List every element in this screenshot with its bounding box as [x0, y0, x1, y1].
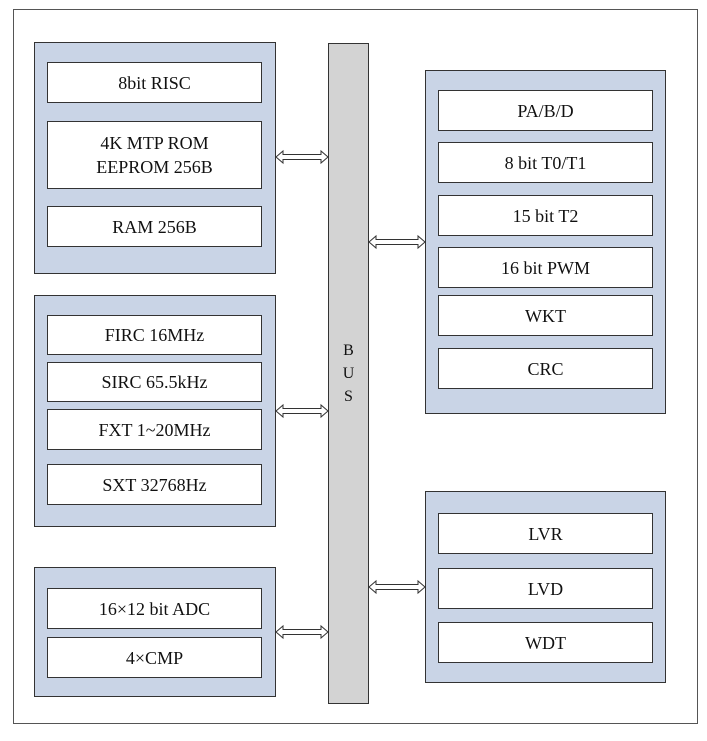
bus-label: B U S [329, 339, 368, 408]
sirc-box: SIRC 65.5kHz [47, 362, 262, 402]
timer-t2-box: 15 bit T2 [438, 195, 653, 236]
rom-label: 4K MTP ROM [100, 133, 209, 153]
eeprom-label: EEPROM 256B [96, 157, 213, 177]
crc-box: CRC [438, 348, 653, 389]
rom-eeprom-box: 4K MTP ROM EEPROM 256B [47, 121, 262, 189]
lvd-box: LVD [438, 568, 653, 609]
bus-letter-s: S [344, 388, 353, 405]
bus-bar: B U S [328, 43, 369, 704]
timer-t0t1-box: 8 bit T0/T1 [438, 142, 653, 183]
firc-box: FIRC 16MHz [47, 315, 262, 355]
bus-letter-b: B [343, 342, 354, 359]
bus-letter-u: U [342, 365, 355, 382]
pwm-box: 16 bit PWM [438, 247, 653, 288]
adc-box: 16×12 bit ADC [47, 588, 262, 629]
ram-box: RAM 256B [47, 206, 262, 247]
lvr-box: LVR [438, 513, 653, 554]
wdt-box: WDT [438, 622, 653, 663]
cmp-box: 4×CMP [47, 637, 262, 678]
fxt-box: FXT 1~20MHz [47, 409, 262, 450]
cpu-box: 8bit RISC [47, 62, 262, 103]
wkt-box: WKT [438, 295, 653, 336]
port-box: PA/B/D [438, 90, 653, 131]
sxt-box: SXT 32768Hz [47, 464, 262, 505]
